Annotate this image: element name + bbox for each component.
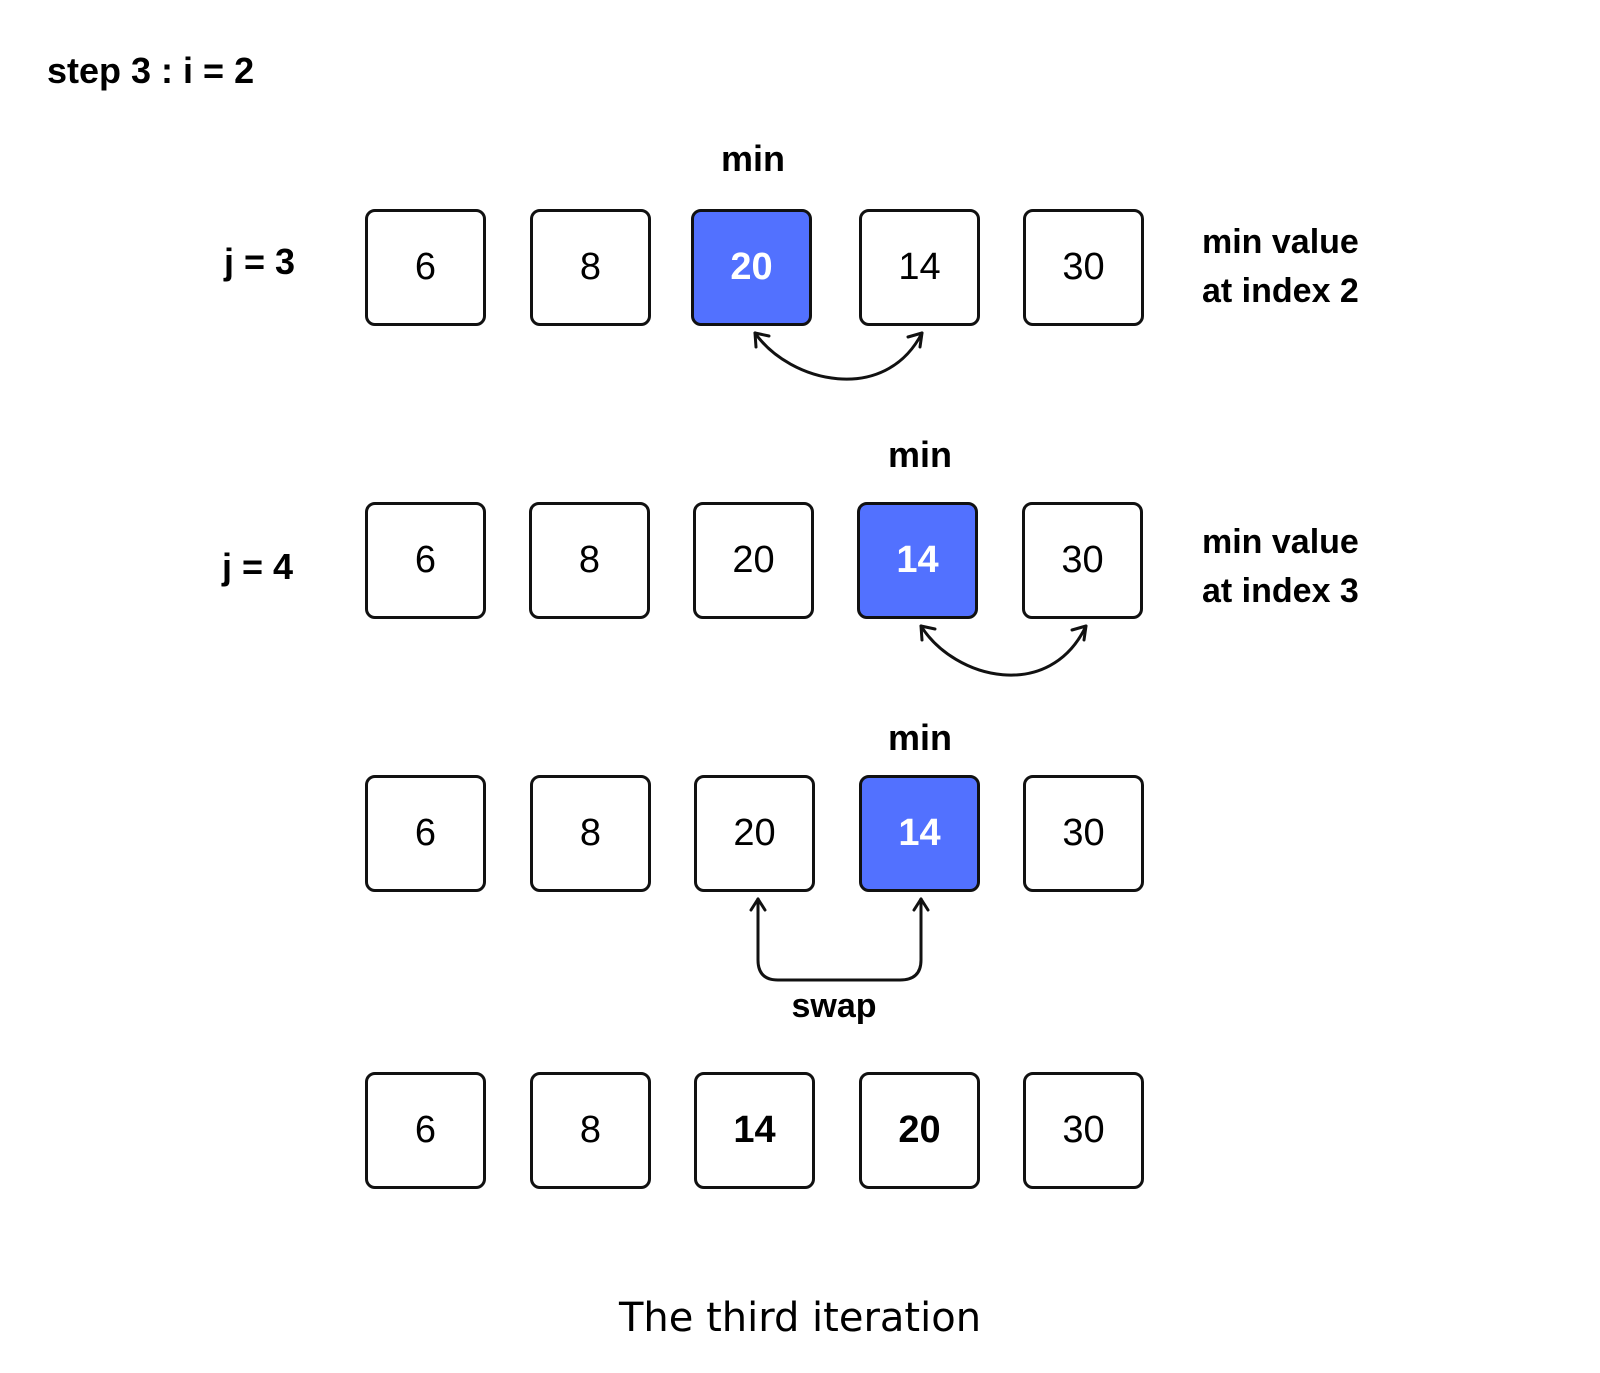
array-row-3: 6 8 20 14 30 (365, 775, 1150, 896)
array-cell-min: 14 (857, 502, 978, 619)
note-line: min value (1202, 223, 1359, 261)
min-label-row1: min (720, 138, 785, 179)
compare-arrow-row2 (919, 624, 1088, 677)
array-cell: 30 (1023, 1072, 1144, 1189)
array-row-4: 6 8 14 20 30 (365, 1072, 1150, 1193)
note-line: at index 2 (1202, 272, 1359, 310)
swap-label: swap (791, 987, 877, 1025)
array-cell: 6 (365, 502, 486, 619)
note-line: at index 3 (1202, 572, 1359, 610)
array-row-2: 6 8 20 14 30 (365, 502, 1150, 623)
array-cell: 14 (859, 209, 980, 326)
note-line: min value (1202, 523, 1359, 561)
j-label-row1: j = 3 (224, 241, 296, 282)
array-cell: 30 (1023, 775, 1144, 892)
array-cell-swapped: 14 (694, 1072, 815, 1189)
j-label-row2: j = 4 (222, 546, 294, 587)
array-cell-min: 20 (691, 209, 812, 326)
note-row2: min value at index 3 (1202, 518, 1359, 616)
array-row-1: 6 8 20 14 30 (365, 209, 1150, 330)
array-cell: 8 (530, 775, 651, 892)
array-cell: 6 (365, 1072, 486, 1189)
caption: The third iteration (618, 1295, 982, 1341)
min-label-row2: min (887, 434, 952, 475)
array-cell: 6 (365, 209, 486, 326)
array-cell: 20 (694, 775, 815, 892)
array-cell: 8 (529, 502, 650, 619)
array-cell: 30 (1023, 209, 1144, 326)
array-cell: 30 (1022, 502, 1143, 619)
array-cell-swapped: 20 (859, 1072, 980, 1189)
array-cell: 20 (693, 502, 814, 619)
min-label-row3: min (887, 717, 952, 758)
step-title: step 3 : i = 2 (47, 50, 255, 91)
compare-arrow-row1 (753, 331, 924, 381)
array-cell: 8 (530, 209, 651, 326)
note-row1: min value at index 2 (1202, 218, 1359, 316)
array-cell: 8 (530, 1072, 651, 1189)
swap-arrow (749, 897, 930, 982)
array-cell: 6 (365, 775, 486, 892)
array-cell-min: 14 (859, 775, 980, 892)
